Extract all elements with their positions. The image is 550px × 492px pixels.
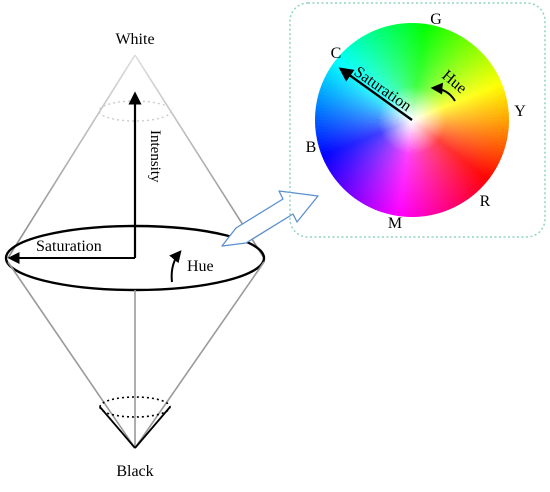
black-apex-label: Black (116, 463, 153, 480)
saturation-label: Saturation (36, 238, 102, 255)
wheel-label-green: G (430, 11, 442, 28)
upper-intensity-slice (98, 100, 172, 122)
upper-cone-left-edge (7, 54, 136, 259)
lower-cone-right-edge (134, 261, 265, 449)
intensity-axis: Intensity (128, 91, 163, 258)
callout-arrow (221, 190, 319, 247)
lower-slice-left-edge (99, 406, 136, 449)
wheel-label-blue: B (306, 139, 317, 156)
wheel-label-cyan: C (331, 45, 342, 62)
lower-slice-right-edge (134, 406, 171, 449)
cone-hue-arrow (169, 250, 182, 283)
white-apex-label: White (115, 31, 154, 48)
wheel-label-red: R (480, 193, 491, 210)
lower-cone (7, 261, 265, 449)
wheel-saturation-arrow (338, 67, 413, 121)
cone-hue-label: Hue (187, 258, 214, 275)
intensity-label: Intensity (147, 130, 163, 183)
cone-hue-indicator: Hue (169, 250, 214, 283)
lower-cone-left-edge (7, 261, 136, 449)
hue-wheel-frame (289, 2, 546, 238)
wheel-hue-arrow (430, 82, 456, 102)
wheel-label-yellow: Y (514, 103, 526, 120)
lower-slice-back (99, 396, 171, 408)
wheel-label-magenta: M (388, 215, 402, 232)
saturation-axis: Saturation (7, 238, 135, 264)
